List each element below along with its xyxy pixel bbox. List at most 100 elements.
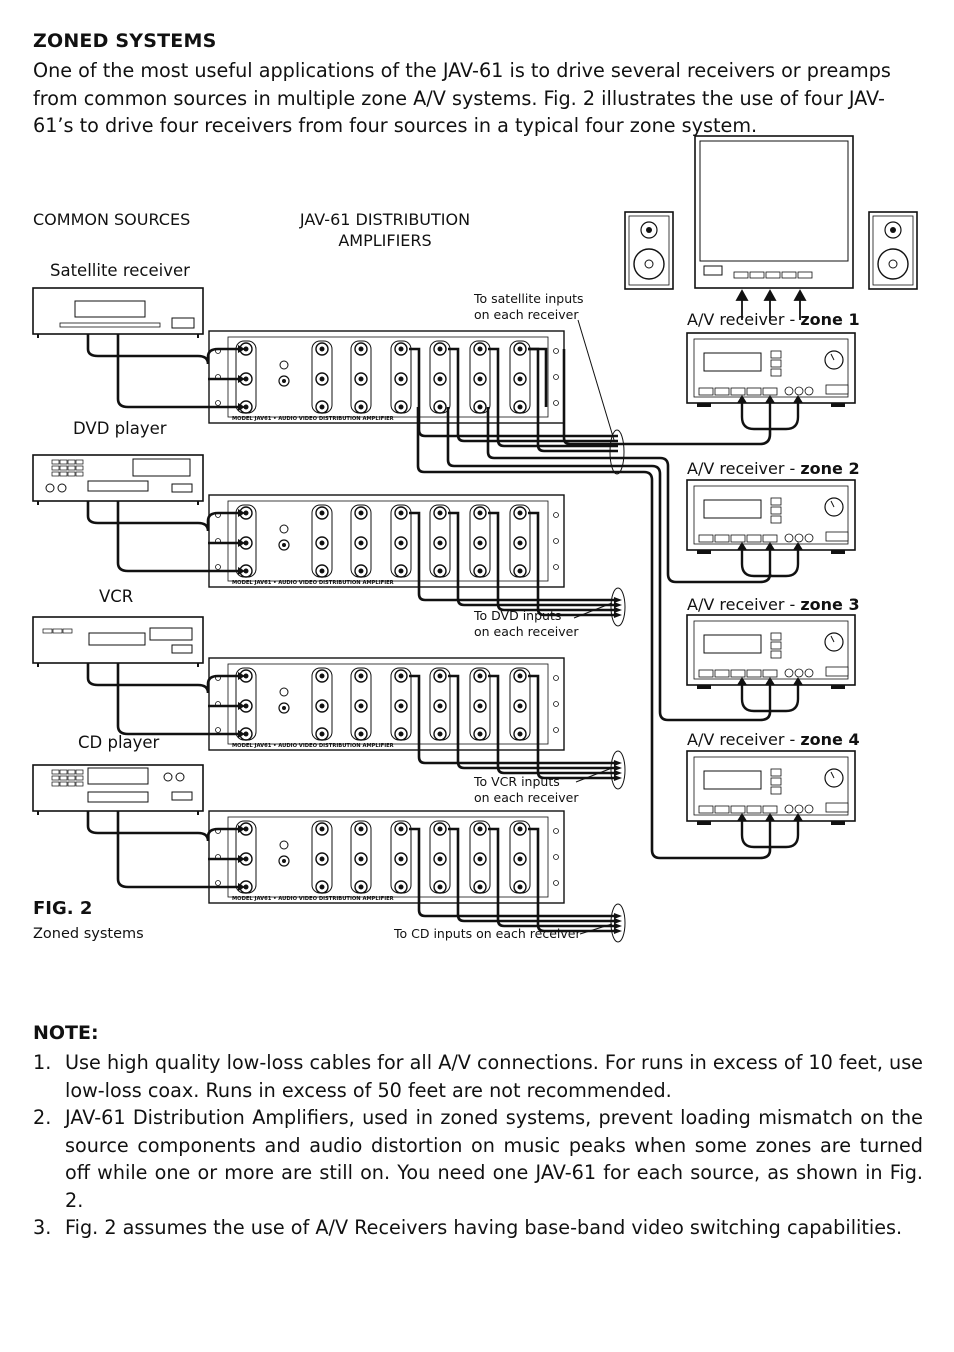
cable: [86, 663, 118, 687]
cable: [496, 734, 618, 775]
cd-player-label: CD player: [78, 733, 160, 752]
callout-dvd-pointer: [573, 602, 613, 619]
callout-dvd-line1: To DVD inputs: [473, 608, 561, 623]
note-number: 3.: [33, 1216, 52, 1239]
cable: [116, 811, 238, 889]
jav61-amplifier: MODEL JAV61 • AUDIO VIDEO DISTRIBUTION A…: [208, 330, 565, 424]
cable: [118, 511, 238, 532]
cable: [116, 501, 238, 573]
jav61-amplifier: MODEL JAV61 • AUDIO VIDEO DISTRIBUTION A…: [208, 657, 565, 751]
cable: [528, 511, 540, 571]
cables: [86, 334, 772, 943]
cable: [528, 347, 548, 407]
jav61-amplifier: MODEL JAV61 • AUDIO VIDEO DISTRIBUTION A…: [208, 494, 565, 588]
note-title: NOTE:: [33, 1022, 99, 1044]
vcr-device: VCR: [32, 587, 204, 667]
cable: [448, 674, 460, 734]
cable: [528, 674, 540, 734]
section-heading: ZONED SYSTEMS: [33, 30, 217, 52]
led-icon: [279, 687, 289, 697]
callout-dvd-line2: on each receiver: [474, 624, 579, 639]
satellite-receiver-device: Satellite receiver: [32, 261, 204, 338]
note-item: 2. JAV-61 Distribution Amplifiers, used …: [33, 1104, 923, 1214]
av-receiver-zone-2: A/V receiver - zone 2: [686, 459, 860, 578]
cable: [116, 334, 238, 409]
tv-icon: [694, 135, 854, 289]
receiver-label: A/V receiver - zone 3: [687, 595, 860, 614]
cable: [536, 571, 618, 617]
cable: [86, 501, 118, 525]
cable: [536, 887, 618, 933]
receiver-label: A/V receiver - zone 4: [687, 730, 860, 749]
figure-label: FIG. 2: [33, 898, 92, 919]
amplifier-model-label: MODEL JAV61 • AUDIO VIDEO DISTRIBUTION A…: [232, 743, 394, 749]
notes-list: 1. Use high quality low-loss cables for …: [33, 1049, 923, 1242]
cable: [118, 347, 238, 365]
cable: [488, 827, 500, 887]
cable: [488, 511, 500, 571]
figure-caption: Zoned systems: [33, 926, 144, 942]
av-receiver-zone-3: A/V receiver - zone 3: [686, 595, 860, 713]
receiver-label: A/V receiver - zone 2: [687, 459, 860, 478]
satellite-receiver-label: Satellite receiver: [50, 261, 190, 280]
zoned-systems-figure: COMMON SOURCES JAV-61 DISTRIBUTION AMPLI…: [32, 135, 918, 943]
cd-player-device: CD player: [32, 733, 204, 815]
led-icon: [279, 524, 289, 534]
cable: [417, 571, 618, 602]
speaker-right-icon: [868, 211, 918, 290]
note-number: 2.: [33, 1106, 52, 1129]
cable: [118, 674, 238, 694]
amplifier-model-label: MODEL JAV61 • AUDIO VIDEO DISTRIBUTION A…: [232, 416, 394, 422]
jav61-amplifier: MODEL JAV61 • AUDIO VIDEO DISTRIBUTION A…: [208, 810, 565, 904]
cable: [488, 674, 500, 734]
cable: [448, 347, 460, 407]
common-sources-label: COMMON SOURCES: [33, 210, 190, 229]
cable: [409, 347, 421, 407]
av-receiver-zone-1: A/V receiver - zone 1: [686, 310, 860, 431]
cable: [417, 734, 618, 765]
cable: [417, 887, 618, 918]
cable: [536, 407, 618, 453]
zone1-to-tv-arrows: [735, 289, 807, 320]
amps-label-line2: AMPLIFIERS: [338, 231, 431, 250]
callout-vcr-line2: on each receiver: [474, 790, 579, 805]
callout-vcr-line1: To VCR inputs: [473, 774, 560, 789]
cable: [409, 511, 421, 571]
callout-satellite-pointer: [577, 319, 615, 441]
note-text: Use high quality low-loss cables for all…: [65, 1051, 923, 1102]
cable: [496, 887, 618, 928]
speaker-left-icon: [624, 211, 674, 290]
cable: [456, 571, 618, 607]
dvd-player-label: DVD player: [73, 419, 167, 438]
cable: [86, 811, 118, 835]
distribution-amplifiers: MODEL JAV61 • AUDIO VIDEO DISTRIBUTION A…: [208, 330, 565, 904]
cable: [496, 571, 618, 612]
callout-cd: To CD inputs on each receiver: [393, 926, 581, 941]
amps-label-line1: JAV-61 DISTRIBUTION: [299, 210, 470, 229]
vcr-label: VCR: [99, 587, 133, 606]
cable-zone2: [486, 407, 772, 584]
cable: [116, 663, 238, 736]
cable-zone3: [446, 407, 772, 722]
amplifier-model-label: MODEL JAV61 • AUDIO VIDEO DISTRIBUTION A…: [232, 896, 394, 902]
note-item: 1. Use high quality low-loss cables for …: [33, 1049, 923, 1104]
cable-zone1: [562, 349, 772, 446]
cable: [456, 887, 618, 923]
led-icon: [279, 840, 289, 850]
dvd-player-device: DVD player: [32, 419, 204, 505]
cable-zone4: [416, 407, 772, 860]
cable: [456, 734, 618, 770]
cable: [448, 511, 460, 571]
callout-vcr-pointer: [575, 767, 613, 783]
callout-satellite-line1: To satellite inputs: [473, 291, 584, 306]
note-text: Fig. 2 assumes the use of A/V Receivers …: [65, 1216, 903, 1239]
cable: [448, 827, 460, 887]
cable: [456, 407, 618, 443]
av-receivers: A/V receiver - zone 1 A/V receiver - zone…: [686, 310, 860, 849]
cable: [536, 734, 618, 780]
cable: [488, 347, 500, 407]
cable: [118, 827, 238, 842]
cable: [409, 674, 421, 734]
cable: [409, 827, 421, 887]
